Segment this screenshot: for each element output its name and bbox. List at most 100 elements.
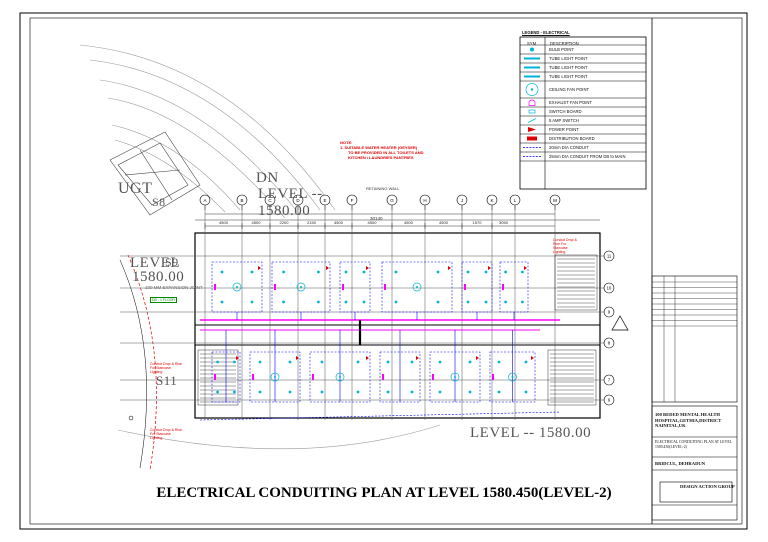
fan-hub <box>236 286 238 288</box>
row-bubble-label: 6 <box>608 398 611 403</box>
light-point-icon <box>233 360 236 364</box>
light-point-icon <box>220 300 224 304</box>
level-left-value: 1580.00 <box>132 269 185 285</box>
expansion-joint-label: 100 MM EXPANSION JOINT <box>145 285 203 290</box>
conduit-loop <box>211 261 263 313</box>
light-point-icon <box>504 300 507 304</box>
light-point-icon <box>466 300 470 304</box>
grid-bubble <box>319 194 331 206</box>
dimension-value: 1570 <box>473 220 483 225</box>
switch-board-icon <box>312 374 314 380</box>
grid-bubble-label: L <box>514 198 517 203</box>
retaining-wall-label: RETAINING WALL <box>366 186 400 191</box>
legend-header-description: DESCRIPTION <box>550 41 579 46</box>
light-point-icon <box>317 300 320 304</box>
light-point-icon <box>288 390 292 394</box>
light-point-icon <box>386 360 390 364</box>
switch-board-icon <box>382 374 384 380</box>
power-point-icon <box>531 356 534 360</box>
level-left-label: LEVEL <box>130 255 180 271</box>
power-point-icon <box>476 356 479 360</box>
light-point-icon <box>233 390 236 394</box>
conduit-loop <box>499 261 529 313</box>
light-point-icon <box>521 300 524 304</box>
grid-bubble-label: B <box>240 198 243 203</box>
legend-item-label: 5 AMP SWITCH <box>549 117 579 123</box>
light-point-icon <box>216 360 220 364</box>
ugt-block <box>109 131 201 216</box>
light-point-icon <box>468 360 472 364</box>
row-bubble <box>603 250 615 262</box>
power-point-icon <box>524 266 527 270</box>
grid-bubble <box>486 194 498 206</box>
row-bubble-label: 7 <box>608 378 611 383</box>
switch-board-icon <box>502 284 504 290</box>
light-point-icon <box>250 300 254 304</box>
level-right-label: LEVEL -- 1580.00 <box>470 425 592 441</box>
grid-bubble-label: G <box>390 198 394 203</box>
grid-bubble <box>456 194 468 206</box>
sheet-border-outer <box>19 12 748 530</box>
note-line: TO BE PROVIDED IN ALL TOILETS AND <box>348 150 424 155</box>
grid-bubble <box>292 194 304 206</box>
switch-board-icon <box>274 284 276 290</box>
row-bubble-label: 9 <box>608 310 611 315</box>
callout-text: Conduit Drop & Rise For Staircase Lighti… <box>150 362 182 374</box>
building-outline <box>194 219 601 419</box>
light-point-icon <box>497 360 501 364</box>
grid-lines <box>204 205 556 420</box>
north-point-icon <box>128 415 134 421</box>
conduit-loop <box>339 261 371 313</box>
light-point-icon <box>410 360 414 364</box>
row-bubble-label: 10 <box>607 286 612 291</box>
legend-item-label: CEILING FAN POINT <box>549 86 590 92</box>
note-block: NOTE: 1. SUITABLE WATER HEATER (GEYSER) … <box>340 140 424 160</box>
grid-bubble-label: E <box>323 198 326 203</box>
title-block <box>651 275 738 521</box>
row-bubble <box>603 282 615 294</box>
level-upper-label: LEVEL -- <box>258 186 323 202</box>
light-point-icon <box>504 270 507 274</box>
legend-title: LEGEND - ELECTRICAL <box>522 30 570 35</box>
switch-board-icon <box>342 284 344 290</box>
legend-item-label: 20mm DIA CONDUIT <box>549 144 589 150</box>
level-upper-value: 1580.00 <box>258 203 311 219</box>
tb-project: 100 BEDED MENTAL HEALTH HOSPITAL,GETHIA,… <box>655 412 722 428</box>
light-point-icon <box>386 390 390 394</box>
dimension-value: 4500 <box>334 220 344 225</box>
fan-hub <box>274 376 276 378</box>
fan-hub <box>511 376 514 378</box>
light-point-icon <box>356 390 360 394</box>
s11-label: S11 <box>156 373 178 388</box>
grid-bubble <box>264 194 276 206</box>
light-point-icon <box>356 360 360 364</box>
switch-board-icon <box>252 374 254 380</box>
fan-hub <box>454 376 456 378</box>
s9-label: S9 <box>165 255 179 269</box>
switch-board-icon <box>214 284 216 290</box>
dimension-value: 2150 <box>307 220 317 225</box>
tb-drawing: ELECTRICAL CONDUITING PLAN AT LEVEL 1580… <box>655 440 732 449</box>
switch-board-icon <box>464 284 466 290</box>
legend-item-label: TUBE LIGHT POINT <box>549 73 588 79</box>
light-point-icon <box>344 300 348 304</box>
grid-bubble-label: D <box>296 198 300 203</box>
switch-board-icon <box>214 374 216 380</box>
light-point-icon <box>216 390 220 394</box>
grid-bubble <box>549 194 561 206</box>
ugt-label: UGT <box>118 180 153 197</box>
row-bubble <box>603 394 615 406</box>
row-lines <box>120 255 605 401</box>
row-bubble <box>603 337 615 349</box>
legend-item-label: POWER POINT <box>549 126 579 132</box>
light-point-icon <box>362 270 366 274</box>
light-point-icon <box>344 270 348 274</box>
grid-bubble-label: C <box>268 198 272 203</box>
light-point-icon <box>394 270 398 274</box>
legend-table <box>519 36 647 190</box>
light-point-icon <box>484 300 488 304</box>
light-point-icon <box>524 390 528 394</box>
fan-hub <box>416 286 418 288</box>
dimension-value: 3050 <box>499 220 509 225</box>
ceiling-fan-icon <box>450 372 460 382</box>
